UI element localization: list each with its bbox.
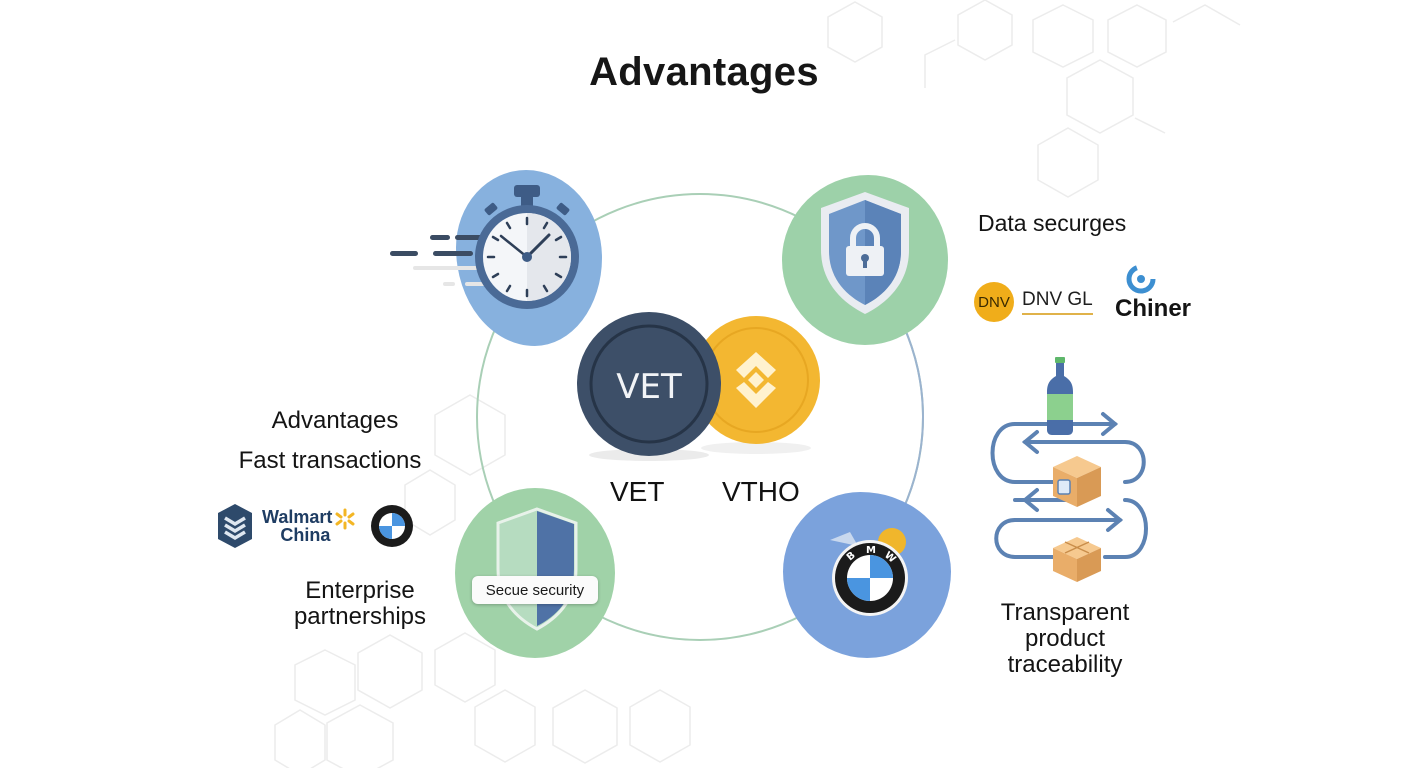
vet-label: VET — [610, 476, 665, 507]
left-subheading: Fast transactions — [238, 447, 422, 474]
vtho-label: VTHO — [722, 476, 800, 507]
vtho-coin-icon — [692, 316, 820, 454]
vet-coin-icon: VET — [577, 312, 721, 461]
chiner-swirl-icon — [1126, 264, 1156, 294]
dnv-gl-logo: DNV GL — [1022, 289, 1093, 315]
walmart-spark-icon — [335, 508, 355, 530]
svg-text:M: M — [866, 545, 876, 556]
shield-lock-icon — [821, 192, 909, 314]
bmw-logo-icon: B M W — [830, 528, 908, 616]
partner-logos-right: DNV DNV GL — [974, 282, 1093, 322]
left-heading: Advantages — [271, 407, 399, 434]
svg-text:W: W — [882, 550, 898, 566]
right-heading: Data securges — [978, 210, 1127, 236]
svg-text:VET: VET — [616, 367, 682, 407]
dnv-badge: DNV — [974, 282, 1014, 322]
walmart-china-logo: Walmart China — [262, 508, 332, 544]
caption-line: Enterprise — [305, 577, 415, 604]
caption-line: product — [1024, 624, 1106, 652]
chiner-logo: Chiner — [1115, 295, 1192, 322]
traceability-caption: Transparent product traceability — [985, 600, 1145, 678]
enterprise-partnerships-caption: Enterprise partnerships — [280, 578, 440, 630]
china-text: China — [280, 525, 331, 545]
caption-line: traceability — [1007, 650, 1123, 678]
shield-icon — [496, 507, 578, 631]
connection-ring — [476, 193, 924, 641]
caption-line: partnerships — [293, 602, 427, 630]
caption-line: Transparent — [1000, 599, 1130, 626]
partner-logos-left: Walmart China — [217, 503, 414, 549]
bmw-small-logo-icon — [371, 505, 414, 547]
secure-security-pill: Secue security — [472, 576, 598, 604]
hexagon-chevron-logo-icon — [218, 504, 252, 548]
supply-chain-flow-icon — [990, 357, 1148, 582]
page-title: Advantages — [589, 50, 819, 94]
stopwatch-icon — [390, 185, 579, 309]
walmart-text: Walmart — [262, 507, 333, 527]
